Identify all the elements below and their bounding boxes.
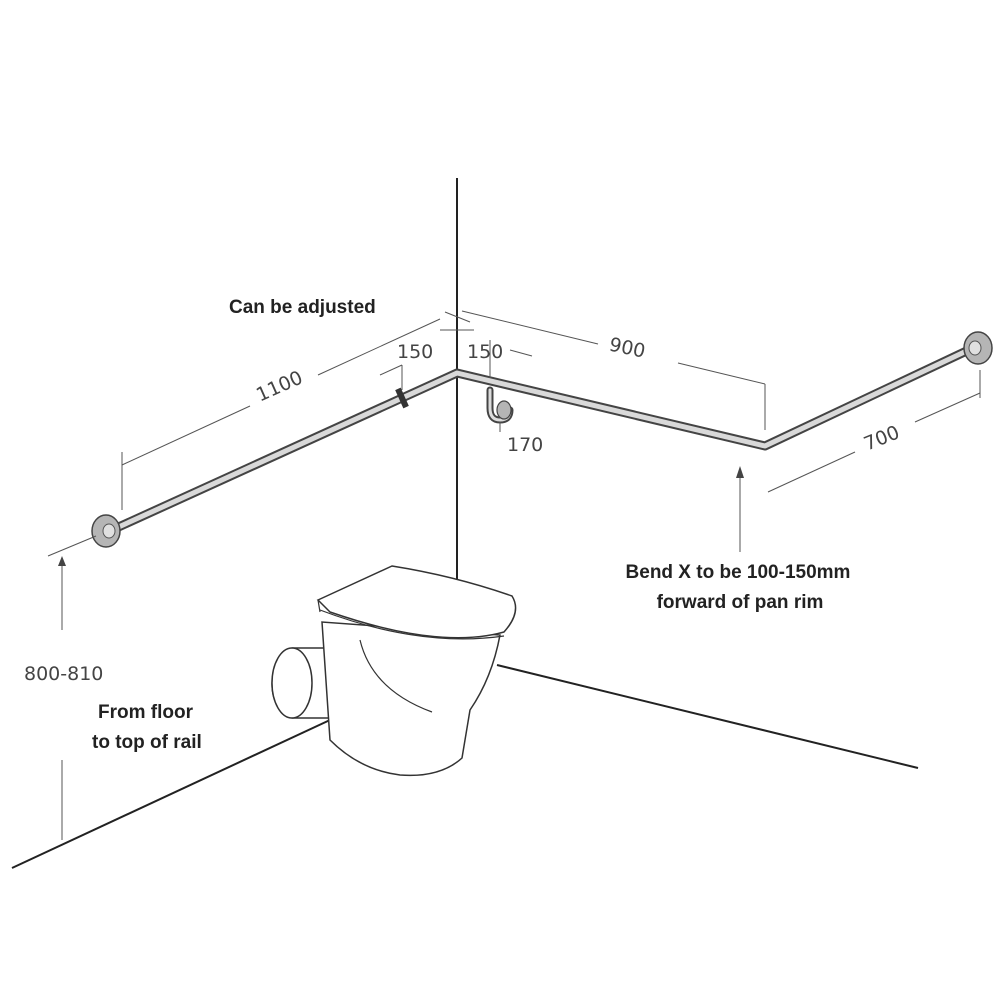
floor-left-line (11, 719, 331, 869)
dim-900-label: 900 (607, 334, 647, 363)
toilet-lid (316, 565, 517, 639)
floor-right-line (496, 664, 919, 769)
dimension-lines (47, 310, 981, 840)
dim-170-label: 170 (507, 434, 543, 456)
toilet-pan (321, 621, 501, 777)
dim-1100-label: 1100 (253, 367, 306, 407)
room-outline (11, 178, 919, 869)
floor-note-line1: From floor (98, 702, 194, 723)
dim-150-right-label: 150 (467, 341, 503, 363)
dim-700-label: 700 (861, 421, 903, 455)
bend-note-line1: Bend X to be 100-150mm (626, 562, 851, 583)
grab-rail (91, 331, 993, 548)
rail-body (107, 342, 980, 535)
floor-note-line2: to top of rail (92, 732, 202, 753)
dim-150-left-label: 150 (397, 341, 433, 363)
adjust-note: Can be adjusted (229, 297, 376, 318)
height-range-label: 800-810 (24, 663, 103, 685)
adjustment-joint (395, 387, 409, 409)
bend-note-line2: forward of pan rim (657, 592, 824, 613)
toilet (271, 565, 517, 777)
